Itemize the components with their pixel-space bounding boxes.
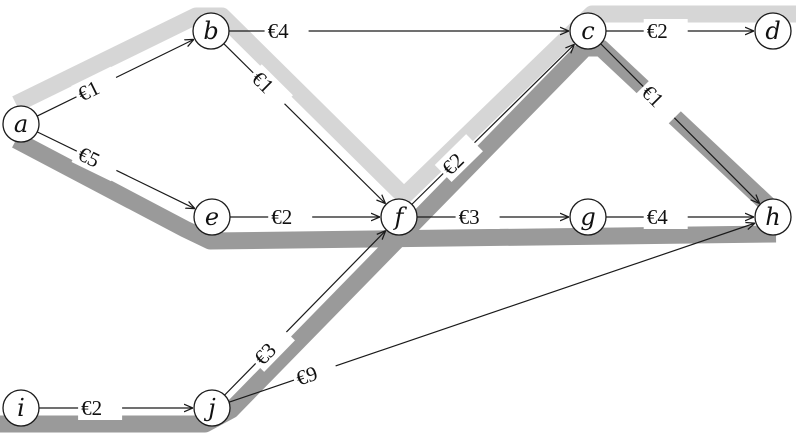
node-circle [2, 389, 40, 427]
node-d: d [754, 12, 792, 50]
node-circle [193, 389, 231, 427]
node-circle [754, 198, 792, 236]
edge-label-f-g: €3 [455, 205, 500, 229]
node-circle [569, 12, 607, 50]
edge-label-j-h: €9 [290, 354, 340, 392]
node-label: h [765, 203, 780, 231]
node-b: b [192, 12, 230, 50]
edge-cost-text: €4 [647, 205, 669, 229]
node-i: i [2, 389, 40, 427]
edge-cost-text: €2 [271, 205, 292, 229]
node-circle [192, 12, 230, 50]
node-label: d [765, 17, 780, 45]
edge-label-i-j: €2 [78, 396, 123, 420]
edge-cost-text: €4 [268, 19, 290, 43]
edge-label-g-h: €4 [643, 205, 688, 229]
edge-f-c [411, 44, 575, 205]
node-j: j [193, 389, 231, 427]
edge-label-c-d: €2 [643, 19, 688, 43]
node-label: g [580, 203, 595, 231]
node-circle [2, 105, 40, 143]
edge-cost-text: €3 [459, 205, 480, 229]
edge-c-h [600, 43, 760, 204]
edge-b-f [223, 43, 386, 204]
edge-cost-text: €2 [81, 396, 102, 420]
node-label: a [14, 110, 28, 138]
node-label: b [203, 17, 218, 45]
edge-label-b-c: €4 [264, 19, 309, 43]
node-circle [193, 198, 231, 236]
node-g: g [569, 198, 607, 236]
nodes: a b c d e f g h i j [2, 12, 792, 427]
node-f: f [380, 198, 418, 236]
node-c: c [569, 12, 607, 50]
node-label: c [581, 17, 594, 45]
node-circle [380, 198, 418, 236]
node-e: e [193, 198, 231, 236]
highlight-path-a-e-h [12, 132, 777, 250]
node-circle [569, 198, 607, 236]
node-h: h [754, 198, 792, 236]
highlight-path-a-b-f-c-d [12, 5, 796, 205]
node-a: a [2, 105, 40, 143]
node-label: e [205, 203, 219, 231]
node-label: i [17, 394, 25, 422]
edge-labels: €1€5€4€1€2€1€2€2€3€4€2€3€9 [71, 19, 688, 420]
edge-cost-text: €2 [647, 19, 668, 43]
edge-label-e-f: €2 [268, 205, 313, 229]
node-circle [754, 12, 792, 50]
edge-j-f [224, 231, 386, 396]
